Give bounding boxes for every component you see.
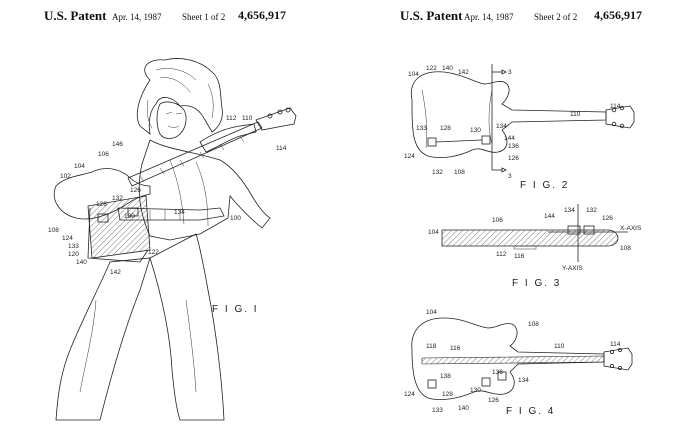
figure-1-drawing: 146 106 104 102 112 110 114 128 132 126 … bbox=[48, 58, 297, 421]
ref-label: 108 bbox=[454, 169, 465, 176]
ref-label: 140 bbox=[458, 405, 469, 412]
figure-caption: F I G. 3 bbox=[512, 278, 561, 289]
ref-label: 104 bbox=[408, 71, 419, 78]
ref-label: 124 bbox=[404, 153, 415, 160]
ref-label: 128 bbox=[440, 125, 451, 132]
ref-label: 110 bbox=[554, 343, 565, 350]
patent-date: Apr. 14, 1987 bbox=[112, 12, 162, 22]
ref-label: 112 bbox=[226, 115, 237, 122]
ref-label: 124 bbox=[404, 391, 415, 398]
ref-label: 130 bbox=[470, 387, 481, 394]
ref-label: 108 bbox=[620, 245, 631, 252]
ref-label: 128 bbox=[442, 391, 453, 398]
ref-label: 134 bbox=[564, 207, 575, 214]
figure-caption: F I G. 4 bbox=[506, 406, 555, 417]
patent-number: 4,656,917 bbox=[238, 8, 286, 22]
ref-label: 120 bbox=[68, 251, 79, 258]
ref-label: 144 bbox=[544, 213, 555, 220]
ref-label: 122 bbox=[148, 249, 159, 256]
ref-label: 134 bbox=[174, 209, 185, 216]
figure-caption: F I G. I bbox=[212, 304, 259, 315]
ref-label: 104 bbox=[74, 163, 85, 170]
ref-label: 136 bbox=[492, 369, 503, 376]
ref-label: 132 bbox=[112, 195, 123, 202]
ref-label: 133 bbox=[432, 407, 443, 414]
figures-2-4-drawing: 104 122 140 142 3 110 114 133 128 130 13… bbox=[404, 64, 642, 417]
ref-label: 114 bbox=[610, 103, 621, 110]
ref-label: 133 bbox=[416, 125, 427, 132]
ref-label: 140 bbox=[442, 65, 453, 72]
ref-label: 138 bbox=[440, 373, 451, 380]
ref-label: 134 bbox=[518, 377, 529, 384]
ref-label: 126 bbox=[488, 397, 499, 404]
ref-label: 124 bbox=[62, 235, 73, 242]
ref-label: 108 bbox=[528, 321, 539, 328]
ref-label: 126 bbox=[508, 155, 519, 162]
ref-label: 3 bbox=[508, 173, 512, 180]
ref-label: 116 bbox=[514, 253, 525, 260]
ref-label: 128 bbox=[96, 201, 107, 208]
patent-title: U.S. Patent bbox=[400, 8, 463, 23]
ref-label: 114 bbox=[610, 341, 621, 348]
ref-label: 130 bbox=[470, 127, 481, 134]
ref-label: 108 bbox=[48, 227, 59, 234]
patent-sheet-1: U.S. Patent Apr. 14, 1987 Sheet 1 of 2 4… bbox=[44, 8, 297, 421]
patent-sheet-2: U.S. Patent Apr. 14, 1987 Sheet 2 of 2 4… bbox=[342, 0, 684, 430]
ref-label: 146 bbox=[112, 141, 123, 148]
ref-label: 140 bbox=[76, 259, 87, 266]
sheet-number: Sheet 2 of 2 bbox=[534, 12, 578, 22]
ref-label: 142 bbox=[110, 269, 121, 276]
ref-label: 133 bbox=[68, 243, 79, 250]
ref-label: 106 bbox=[98, 151, 109, 158]
sheet-number: Sheet 1 of 2 bbox=[182, 12, 226, 22]
ref-label: 132 bbox=[586, 207, 597, 214]
ref-label: 118 bbox=[426, 343, 437, 350]
patent-date: Apr. 14, 1987 bbox=[464, 12, 514, 22]
ref-label: X-AXIS bbox=[620, 225, 642, 232]
ref-label: 134 bbox=[496, 123, 507, 130]
ref-label: 110 bbox=[242, 115, 253, 122]
figure-caption: F I G. 2 bbox=[520, 180, 569, 191]
ref-label: 132 bbox=[432, 169, 443, 176]
ref-label: 144 bbox=[504, 135, 515, 142]
ref-label: 102 bbox=[60, 173, 71, 180]
ref-label: 142 bbox=[458, 69, 469, 76]
ref-label: 104 bbox=[426, 309, 437, 316]
ref-label: 112 bbox=[496, 251, 507, 258]
ref-label: 126 bbox=[130, 187, 141, 194]
ref-label: 110 bbox=[570, 111, 581, 118]
ref-label: 126 bbox=[602, 215, 613, 222]
ref-label: Y-AXIS bbox=[562, 265, 583, 272]
ref-label: 3 bbox=[508, 69, 512, 76]
ref-label: 130 bbox=[124, 213, 135, 220]
ref-label: 106 bbox=[492, 217, 503, 224]
ref-label: 114 bbox=[276, 145, 287, 152]
ref-label: 116 bbox=[450, 345, 461, 352]
ref-label: 122 bbox=[426, 65, 437, 72]
patent-title: U.S. Patent bbox=[44, 8, 107, 23]
ref-label: 136 bbox=[508, 143, 519, 150]
ref-label: 100 bbox=[230, 215, 241, 222]
patent-number: 4,656,917 bbox=[594, 8, 642, 22]
ref-label: 104 bbox=[428, 229, 439, 236]
